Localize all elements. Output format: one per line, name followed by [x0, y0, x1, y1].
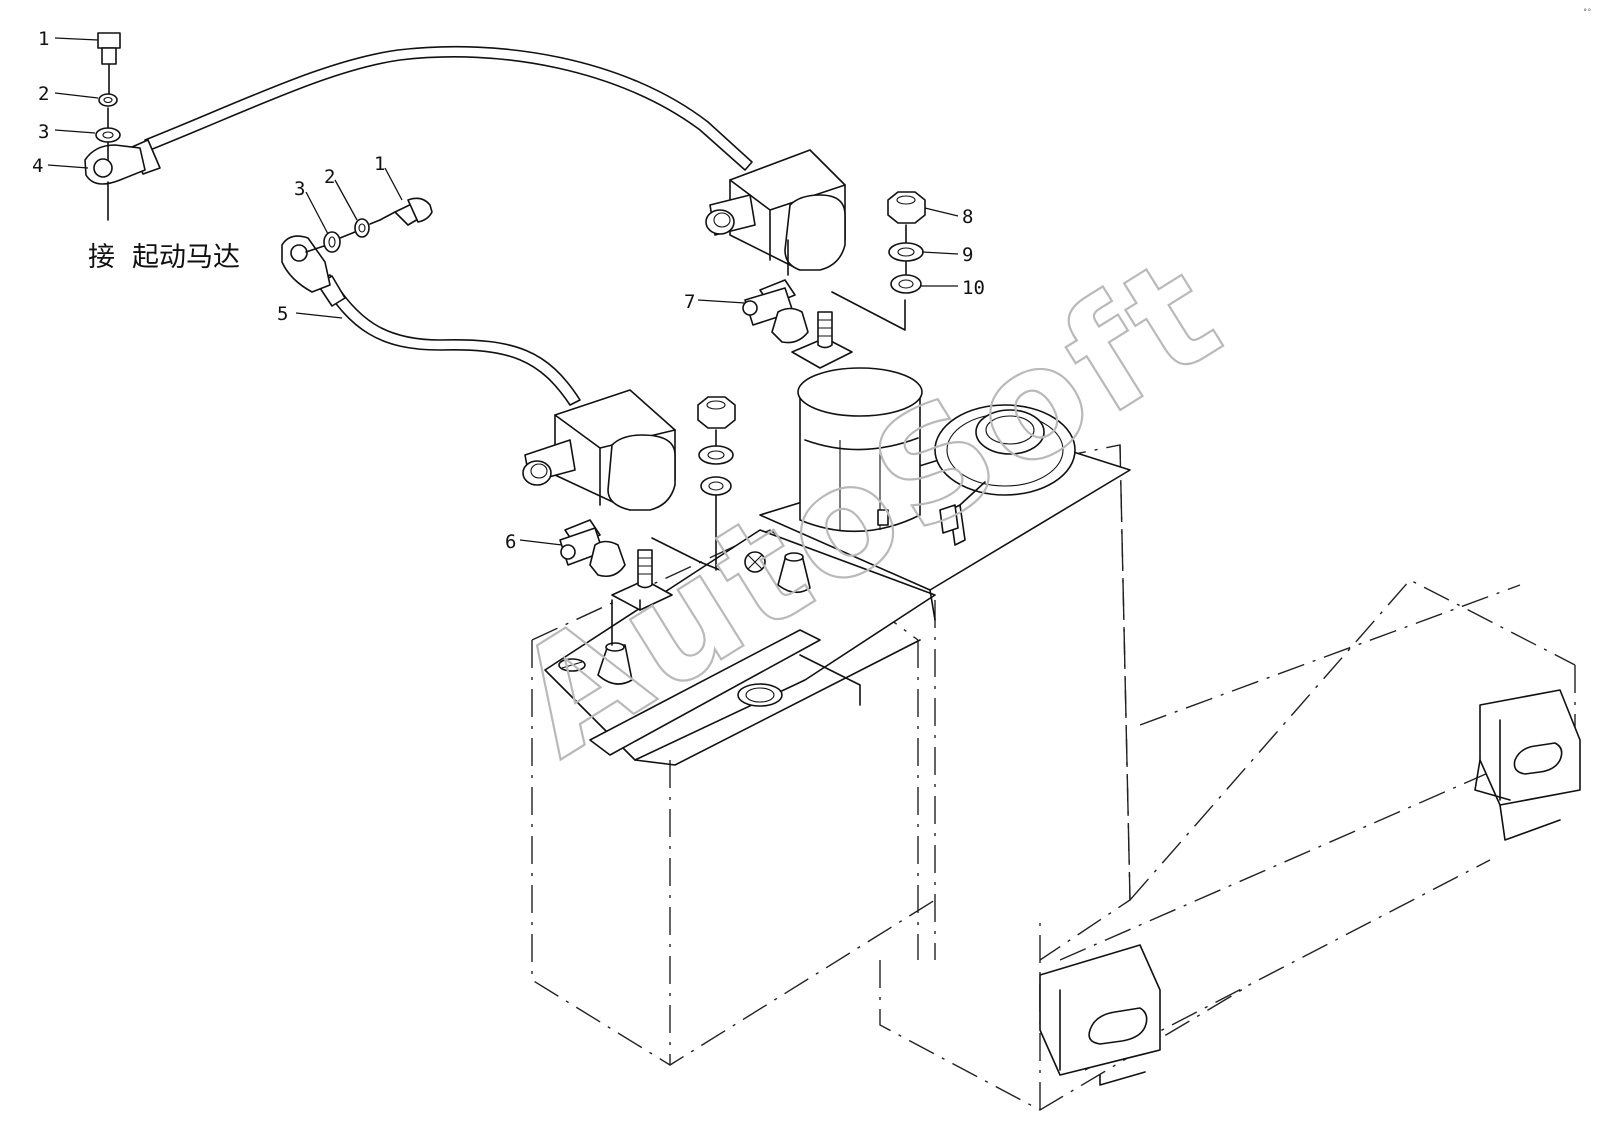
battery-rear: [879, 579, 1576, 1111]
callout-10: 10: [962, 277, 985, 299]
battery-terminal-7: [742, 239, 906, 369]
washer-3-mid: [323, 231, 341, 253]
note-connect: 接: [88, 242, 115, 273]
callout-1-left: 1: [38, 28, 49, 50]
nut-middle: [697, 396, 736, 571]
callout-8: 8: [962, 206, 973, 228]
washer-2-left: [98, 93, 118, 107]
callout-2-left: 2: [38, 83, 49, 105]
callout-7: 7: [684, 291, 695, 313]
terminal-block-lower: [522, 389, 676, 511]
callout-5: 5: [277, 303, 288, 325]
callout-2-mid: 2: [324, 166, 335, 188]
washer-9: [888, 242, 924, 262]
washer-2-mid: [354, 218, 370, 238]
battery-terminal-6: [559, 519, 721, 646]
bolt-1-mid: [379, 197, 433, 226]
bolt-1-left: [97, 32, 121, 96]
callout-3-left: 3: [38, 121, 49, 143]
leader-lines: [47, 37, 959, 546]
lock-washer-10: [890, 274, 922, 294]
callout-3-mid: 3: [294, 178, 305, 200]
washer-3-left: [95, 127, 121, 143]
note-starter-motor: 起动马达: [132, 242, 240, 273]
nut-8: [887, 191, 926, 224]
watermark: AutoSoft: [487, 222, 1252, 790]
corner-mark: °°: [1583, 8, 1591, 16]
terminal-cap-middle: [744, 551, 811, 594]
rear-clamp-right: [1474, 689, 1581, 841]
cylinder-device: [797, 367, 923, 533]
terminal-block-top: [705, 149, 846, 271]
callout-4: 4: [32, 155, 43, 177]
rear-clamp-left: [1039, 944, 1161, 1086]
connector-plug: [877, 504, 959, 534]
callout-1-mid: 1: [374, 153, 385, 175]
centerline-mid: [305, 219, 381, 253]
callout-9: 9: [962, 244, 973, 266]
callout-6: 6: [505, 531, 516, 553]
cable-5: [281, 235, 581, 406]
horn-disc: [934, 404, 1076, 546]
terminal-cap-front: [558, 642, 633, 685]
cable-4: [84, 45, 753, 185]
